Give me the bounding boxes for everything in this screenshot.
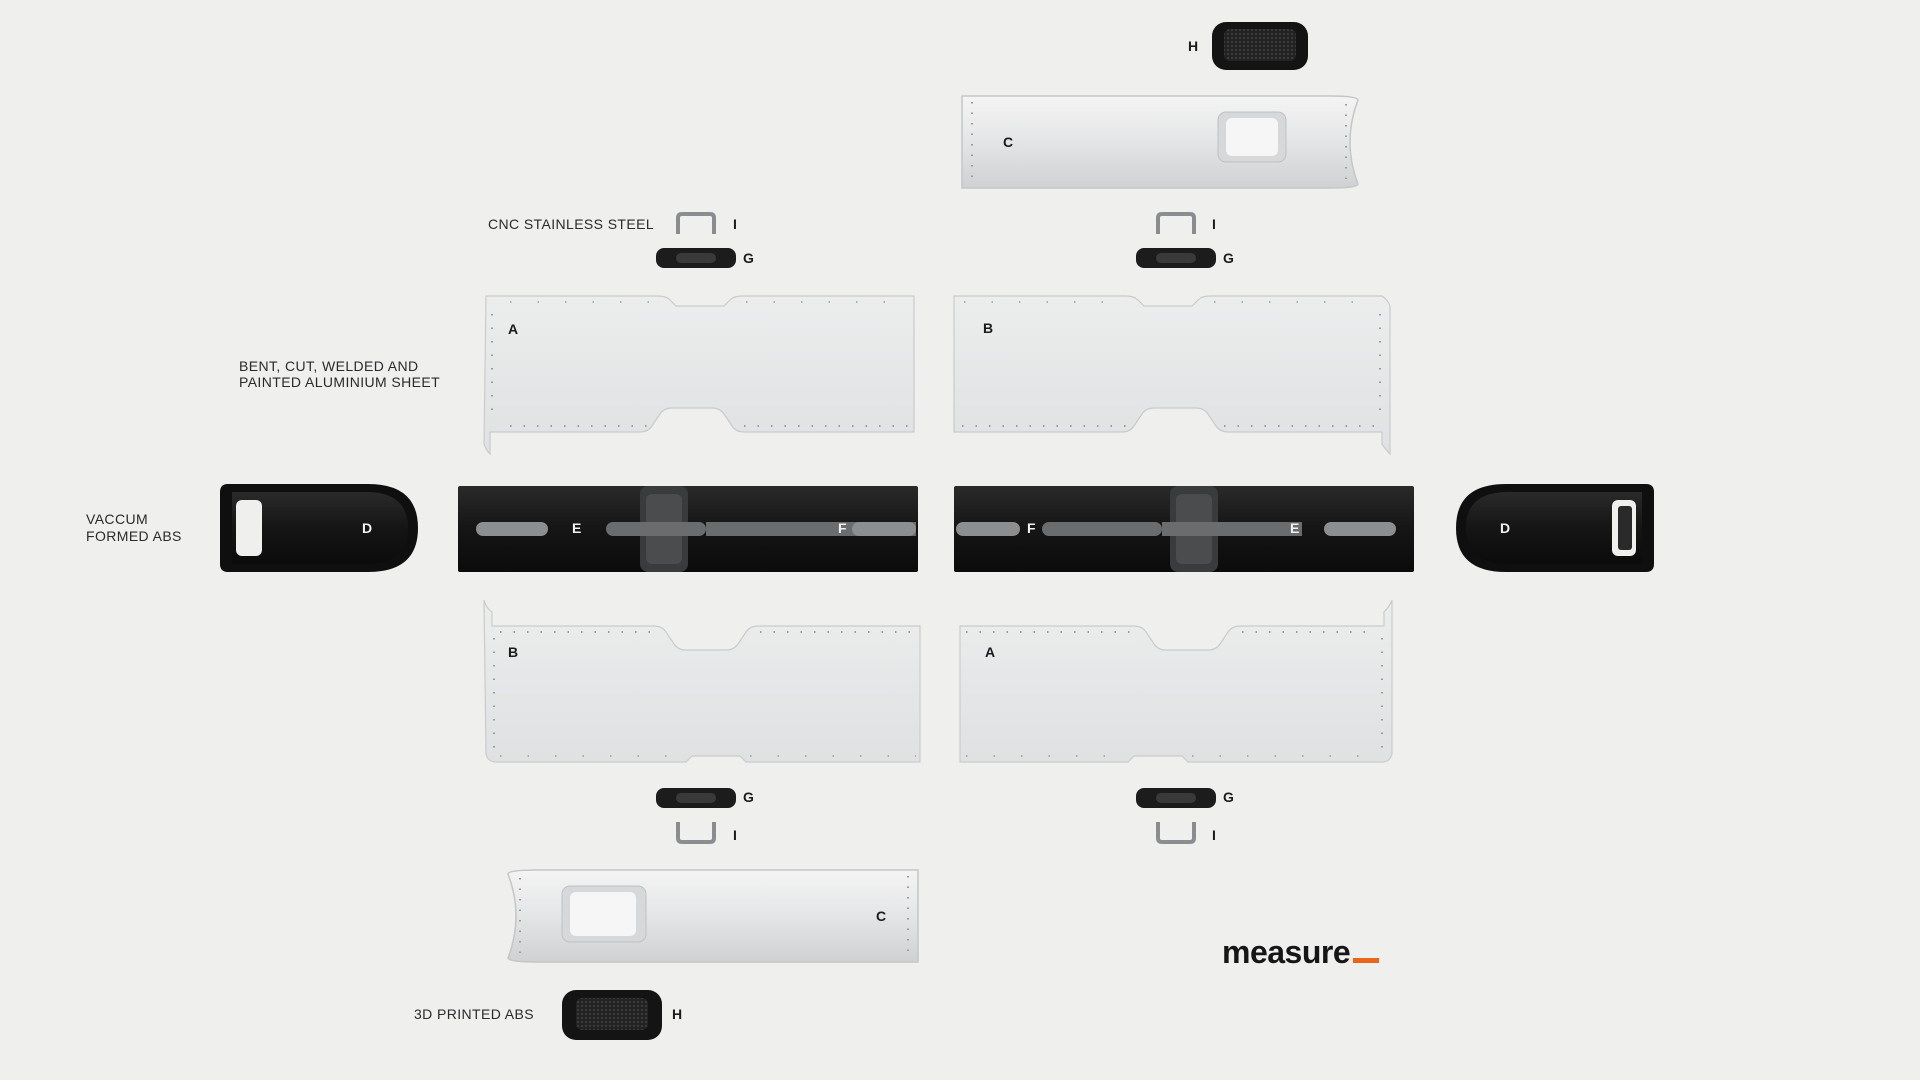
panel-b-top-right [953, 295, 1391, 456]
part-i-top-right [1156, 212, 1196, 234]
brand-underscore-mark [1353, 958, 1380, 963]
label-abs-line1: VACCUM [86, 511, 149, 527]
panel-a-bottom-right-label: A [985, 644, 996, 660]
part-g-bottom-left-label: G [743, 789, 754, 805]
part-h-bottom-label: H [672, 1006, 683, 1022]
brand-wordmark: measure [1222, 934, 1351, 970]
label-abs-line2: FORMED ABS [86, 528, 182, 544]
panel-b-top-right-label: B [983, 320, 994, 336]
panel-b-bottom-left [483, 599, 921, 763]
part-h-bottom [562, 990, 662, 1040]
part-i-bottom-right-label: I [1212, 827, 1216, 843]
label-aluminium-line1: BENT, CUT, WELDED AND [239, 358, 419, 374]
label-aluminium-line2: PAINTED ALUMINIUM SHEET [239, 374, 441, 390]
part-g-top-left-label: G [743, 250, 754, 266]
part-e-left-label: E [572, 520, 582, 536]
part-i-top-left-label: I [733, 216, 737, 232]
panel-b-bottom-left-label: B [508, 644, 519, 660]
chassis-right-half [954, 486, 1414, 572]
label-3d-printed-abs: 3D PRINTED ABS [414, 1006, 534, 1022]
part-i-top-left [676, 212, 716, 234]
part-g-bottom-right [1136, 788, 1216, 808]
part-d-right-label: D [1500, 520, 1511, 536]
part-f-right-label: F [1027, 520, 1036, 536]
part-g-top-right-label: G [1223, 250, 1234, 266]
part-d-left [220, 484, 418, 572]
panel-a-top-left-label: A [508, 321, 519, 337]
part-g-bottom-right-label: G [1223, 789, 1234, 805]
part-d-right [1456, 484, 1654, 572]
part-h-top-label: H [1188, 38, 1199, 54]
part-f-left-label: F [838, 520, 847, 536]
part-i-bottom-left [676, 822, 716, 844]
part-d-left-label: D [362, 520, 373, 536]
brand-logo: measure [1222, 934, 1380, 971]
part-c-bottom-label: C [876, 908, 887, 924]
part-g-top-right [1136, 248, 1216, 268]
panel-a-top-left [483, 295, 915, 456]
label-cnc-stainless-steel: CNC STAINLESS STEEL [488, 216, 655, 232]
part-i-top-right-label: I [1212, 216, 1216, 232]
part-c-top [961, 95, 1359, 189]
part-g-bottom-left [656, 788, 736, 808]
part-c-bottom [507, 869, 919, 963]
panel-a-bottom-right [959, 599, 1393, 763]
part-g-top-left [656, 248, 736, 268]
part-c-top-label: C [1003, 134, 1014, 150]
part-i-bottom-left-label: I [733, 827, 737, 843]
part-h-top [1212, 22, 1308, 70]
part-i-bottom-right [1156, 822, 1196, 844]
part-e-right-label: E [1290, 520, 1300, 536]
chassis-left-half [458, 486, 918, 572]
